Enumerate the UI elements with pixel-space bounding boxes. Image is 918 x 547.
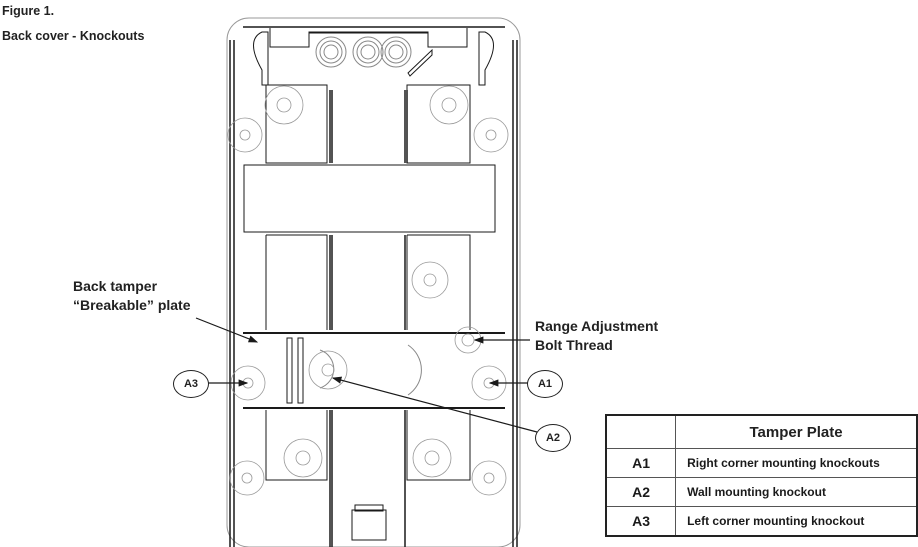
legend-row: A1 Right corner mounting knockouts	[605, 448, 918, 478]
legend-header-title: Tamper Plate	[675, 414, 918, 449]
back-tamper-label: Back tamper “Breakable” plate	[73, 278, 191, 313]
range-adjustment-label: Range Adjustment Bolt Thread	[535, 318, 659, 353]
tamper-plate-legend-table: Tamper Plate A1 Right corner mounting kn…	[605, 414, 918, 537]
legend-row: A2 Wall mounting knockout	[605, 477, 918, 507]
figure-caption: Back cover - Knockouts	[2, 29, 145, 43]
legend-row: A3 Left corner mounting knockout	[605, 506, 918, 537]
legend-description: Right corner mounting knockouts	[675, 448, 918, 478]
legend-description: Left corner mounting knockout	[675, 506, 918, 537]
legend-code: A1	[605, 448, 677, 478]
callout-a2: A2	[535, 424, 571, 452]
callout-a3: A3	[173, 370, 209, 398]
legend-header-empty	[605, 414, 677, 449]
legend-header-row: Tamper Plate	[605, 414, 918, 449]
legend-code: A2	[605, 477, 677, 507]
figure-number: Figure 1.	[2, 4, 55, 18]
legend-description: Wall mounting knockout	[675, 477, 918, 507]
callout-a1: A1	[527, 370, 563, 398]
legend-code: A3	[605, 506, 677, 537]
